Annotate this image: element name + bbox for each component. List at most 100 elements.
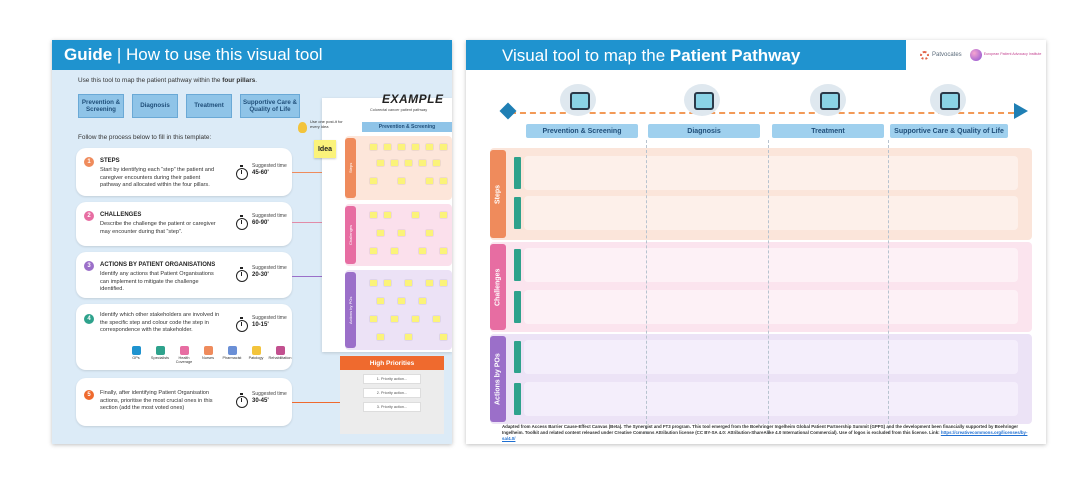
idea-postit: Idea [314, 140, 336, 158]
template-title: Visual tool to map the [502, 46, 670, 65]
pharmacist-icon [227, 345, 237, 355]
time-value: 30-45' [252, 398, 269, 404]
patvocates-logo: Patvocates [920, 50, 962, 60]
guide-intro: Use this tool to map the patient pathway… [78, 77, 257, 84]
pillar-prevention: Prevention & Screening [78, 94, 124, 118]
section-label-challenges: Challenges [490, 244, 506, 330]
pillar-pills: Prevention & Screening Diagnosis Treatme… [78, 94, 300, 118]
stopwatch-icon [236, 267, 248, 282]
time-label: Suggested time [252, 315, 287, 321]
time-label: Suggested time [252, 213, 287, 219]
step-number: 2 [84, 211, 94, 221]
template-title-bold: Patient Pathway [669, 46, 801, 65]
time-label: Suggested time [252, 391, 287, 397]
license-link[interactable]: https://creativecommons.org/licenses/by-… [502, 429, 1028, 441]
follow-text: Follow the process below to fill in this… [78, 134, 212, 141]
column-header-diagnosis: Diagnosis [648, 124, 760, 138]
column-header-prevention: Prevention & Screening [526, 124, 638, 138]
path-end-arrow-icon [1014, 103, 1028, 119]
row-tag [514, 197, 521, 229]
column-divider [888, 140, 889, 434]
footer-text: Adapted from Access Barrier Cause-Effect… [502, 424, 1019, 435]
stakeholder-gps: GPs [126, 345, 146, 364]
steps-row[interactable] [524, 196, 1018, 230]
connector-line [292, 402, 340, 403]
challenges-row[interactable] [524, 290, 1018, 324]
high-priorities-box: High Priorities 1. Priority action... 2.… [340, 356, 444, 434]
row-tag [514, 341, 521, 373]
actions-row[interactable] [524, 340, 1018, 374]
stakeholder-pharmacist: Pharmacist [222, 345, 242, 364]
guide-step-4: 4 Identify which other stakeholders are … [76, 304, 292, 370]
stopwatch-icon [236, 215, 248, 230]
pillar-diagnosis: Diagnosis [132, 94, 178, 118]
guide-title-bold: Guide [64, 45, 113, 64]
stopwatch-icon [236, 317, 248, 332]
guide-step-1: 1 STEPS Start by identifying each “step”… [76, 148, 292, 196]
guide-title-rest: | How to use this visual tool [112, 45, 323, 64]
row-tag [514, 383, 521, 415]
step-text: Identify any actions that Patient Organi… [100, 271, 214, 293]
time-value: 45-60' [252, 170, 269, 176]
prevention-illustration-icon [560, 84, 596, 116]
step-number: 5 [84, 390, 94, 400]
column-header-supportive-care: Supportive Care & Quality of Life [890, 124, 1008, 138]
stakeholder-rehabilitation: Rehabilitation [269, 345, 292, 364]
path-start-icon [499, 102, 517, 120]
connector-line [292, 222, 344, 223]
time-value: 10-15' [252, 322, 269, 328]
priority-item: 3. Priority action... [363, 402, 421, 412]
example-subtitle: Colorectal cancer patient pathway [370, 108, 428, 112]
challenges-row[interactable] [524, 248, 1018, 282]
step-title: STEPS [100, 158, 120, 164]
stakeholder-patology: Patology [246, 345, 266, 364]
lightbulb-icon [298, 122, 307, 133]
time-label: Suggested time [252, 163, 287, 169]
column-divider [768, 140, 769, 434]
step-title: ACTIONS BY PATIENT ORGANISATIONS [100, 262, 216, 268]
time-value: 60-90' [252, 220, 269, 226]
step-number: 3 [84, 261, 94, 271]
guide-header: Guide | How to use this visual tool [52, 40, 452, 70]
time-label: Suggested time [252, 265, 287, 271]
time-value: 20-30' [252, 272, 269, 278]
intro-suffix: . [255, 77, 258, 84]
high-priorities-header: High Priorities [340, 356, 444, 370]
section-label-actions: Actions by POs [490, 336, 506, 422]
stakeholder-specialists: Specialists [150, 345, 170, 364]
example-row-label: Challenges [345, 206, 356, 264]
guide-step-5: 5 Finally, after identifying Patient Org… [76, 378, 292, 426]
nurse-icon [203, 345, 213, 355]
actions-row[interactable] [524, 382, 1018, 416]
idea-hint: Use one post-it for every idea [310, 119, 343, 129]
step-text: Describe the challenge the patient or ca… [100, 221, 216, 235]
row-tag [514, 157, 521, 189]
example-row-label: Actions by POs [345, 272, 356, 348]
step-title: CHALLENGES [100, 212, 142, 218]
row-tag [514, 249, 521, 281]
column-header-treatment: Treatment [772, 124, 884, 138]
epai-logo: European Patient Advocacy Institute [969, 49, 1041, 61]
stakeholder-icons: GPs Specialists Health Coverage Nurses P… [126, 345, 292, 364]
specialist-icon [155, 345, 165, 355]
stakeholder-health-coverage: Health Coverage [174, 345, 194, 364]
section-label-steps: Steps [490, 150, 506, 238]
steps-row[interactable] [524, 156, 1018, 190]
patvocates-icon [920, 50, 929, 60]
step-number: 4 [84, 314, 94, 324]
step-number: 1 [84, 157, 94, 167]
template-header: Visual tool to map the Patient Pathway [466, 40, 906, 70]
rehabilitation-icon [275, 345, 285, 355]
supportive-care-illustration-icon [930, 84, 966, 116]
pillar-treatment: Treatment [186, 94, 232, 118]
guide-step-2: 2 CHALLENGES Describe the challenge the … [76, 202, 292, 246]
connector-line [292, 172, 344, 173]
intro-text: Use this tool to map the patient pathway… [78, 77, 223, 84]
diagnosis-illustration-icon [684, 84, 720, 116]
intro-bold: four pillars [222, 77, 256, 84]
connector-line [292, 276, 344, 277]
guide-step-3: 3 ACTIONS BY PATIENT ORGANISATIONS Ident… [76, 252, 292, 298]
stopwatch-icon [236, 393, 248, 408]
row-tag [514, 291, 521, 323]
